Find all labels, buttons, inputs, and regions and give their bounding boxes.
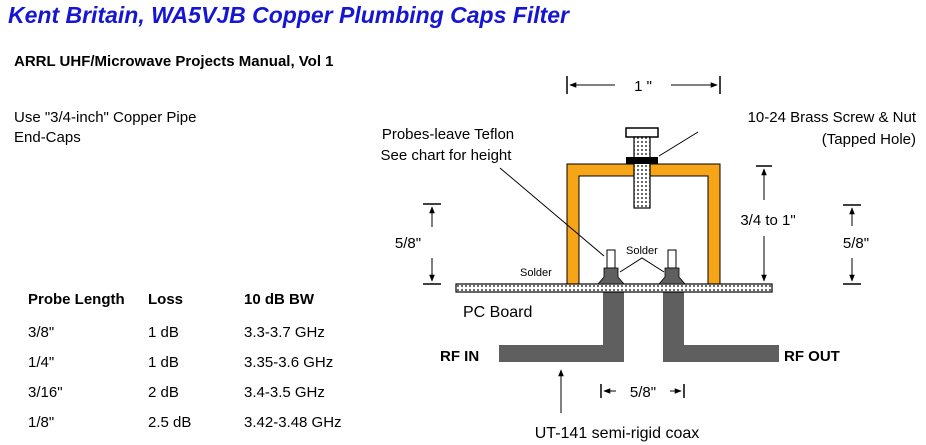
cell-bandwidth: 3.3-3.7 GHz	[244, 323, 325, 341]
height-right-label: 3/4 to 1"	[740, 212, 795, 229]
probe-right	[658, 249, 686, 285]
screw-label-line-2: (Tapped Hole)	[822, 131, 916, 148]
note-line-2: End-Caps	[14, 129, 81, 146]
cell-bandwidth: 3.35-3.6 GHz	[244, 353, 334, 371]
board-label: PC Board	[463, 304, 532, 321]
rf-in-label: RF IN	[440, 348, 479, 365]
table-row: 3/16" 2 dB 3.4-3.5 GHz	[22, 377, 374, 407]
tuning-screw	[625, 127, 659, 209]
coax-label: UT-141 semi-rigid coax	[535, 425, 700, 442]
page-title: Kent Britain, WA5VJB Copper Plumbing Cap…	[8, 2, 570, 28]
table-row: 1/8" 2.5 dB 3.42-3.48 GHz	[22, 407, 374, 437]
probe-left	[597, 249, 625, 285]
column-header-loss: Loss	[148, 290, 184, 308]
table-row: 1/4" 1 dB 3.35-3.6 GHz	[22, 347, 374, 377]
width-label: 1 "	[634, 78, 652, 95]
probe-length-table: Probe Length Loss 10 dB BW 3/8" 1 dB 3.3…	[22, 290, 374, 437]
note-line-1: Use "3/4-inch" Copper Pipe	[14, 109, 197, 126]
cell-loss: 1 dB	[148, 353, 179, 371]
solder-left-label: Solder	[520, 267, 552, 279]
pc-board	[455, 283, 773, 293]
height-left-label: 5/8"	[395, 235, 421, 252]
cell-probe-length: 3/16"	[28, 383, 63, 401]
probe-label-line-2: See chart for height	[381, 147, 513, 164]
cell-loss: 2 dB	[148, 383, 179, 401]
cell-loss: 2.5 dB	[148, 413, 192, 431]
cell-probe-length: 3/8"	[28, 323, 55, 341]
screw-label-line-1: 10-24 Brass Screw & Nut	[748, 109, 917, 126]
column-header-probe-length: Probe Length	[28, 290, 125, 308]
cell-loss: 1 dB	[148, 323, 179, 341]
coax-right	[663, 290, 779, 362]
cell-probe-length: 1/8"	[28, 413, 55, 431]
height-right-outer-label: 5/8"	[843, 235, 869, 252]
source-reference: ARRL UHF/Microwave Projects Manual, Vol …	[14, 53, 334, 70]
cell-bandwidth: 3.42-3.48 GHz	[244, 413, 342, 431]
spacing-label: 5/8"	[630, 384, 656, 401]
rf-out-label: RF OUT	[784, 348, 840, 365]
cell-probe-length: 1/4"	[28, 353, 55, 371]
probe-label-line-1: Probes-leave Teflon	[382, 126, 514, 143]
coax-left	[499, 290, 624, 362]
table-row: 3/8" 1 dB 3.3-3.7 GHz	[22, 317, 374, 347]
solder-center-label: Solder	[626, 245, 658, 257]
cell-bandwidth: 3.4-3.5 GHz	[244, 383, 325, 401]
column-header-bandwidth: 10 dB BW	[244, 290, 315, 308]
table-header-row: Probe Length Loss 10 dB BW	[22, 290, 374, 317]
